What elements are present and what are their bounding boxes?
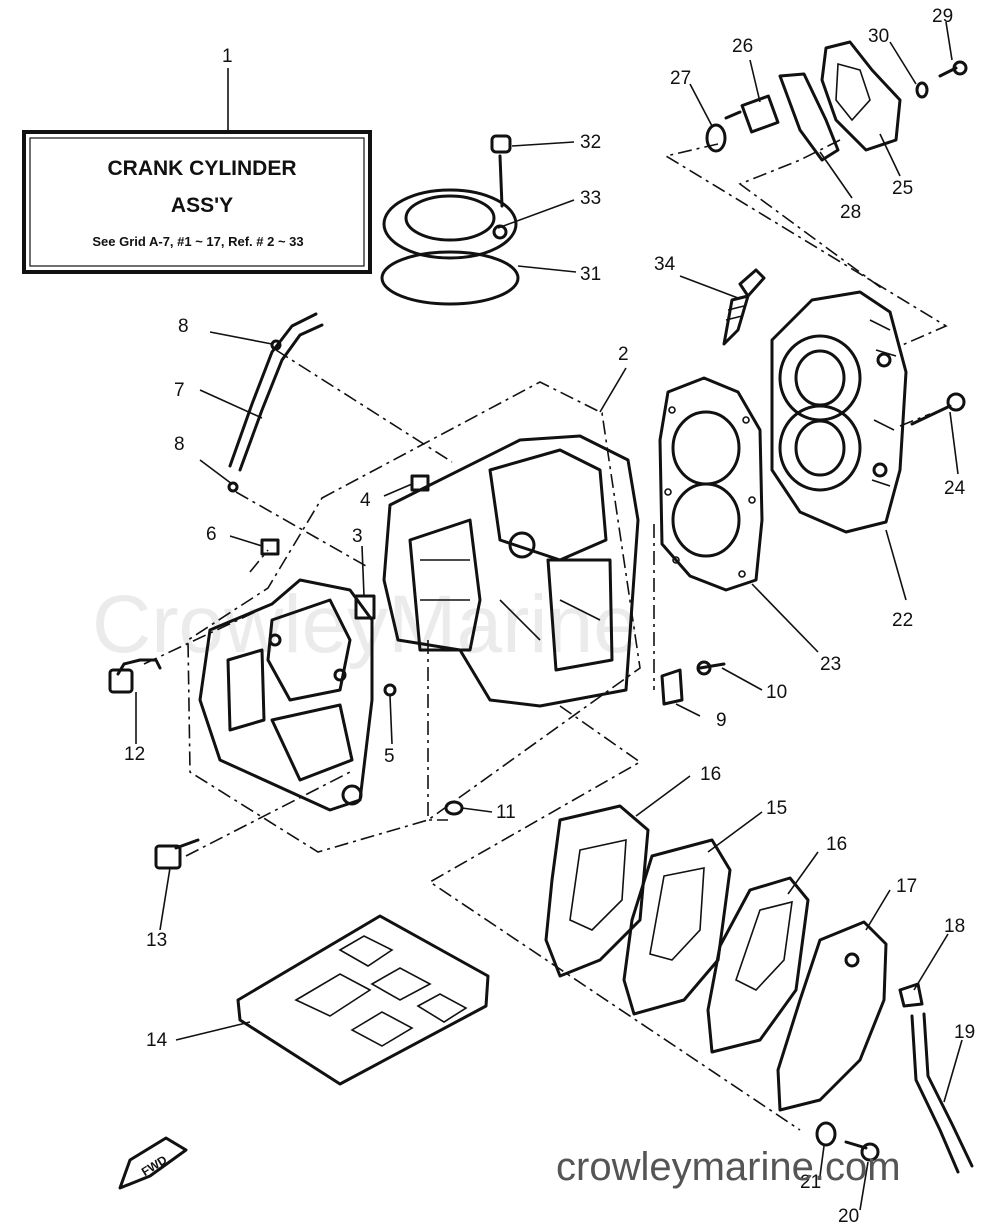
nut-5 — [383, 683, 397, 697]
bolt-12 — [108, 658, 162, 694]
fitting-4 — [410, 474, 430, 492]
label-2: 2 — [618, 344, 629, 365]
plug-11 — [444, 800, 464, 816]
cylinder-head — [770, 290, 908, 534]
label-28: 28 — [840, 202, 861, 223]
screw-20 — [844, 1140, 880, 1162]
label-8-upper: 8 — [178, 316, 189, 337]
watermark: CrowleyMarine — [92, 579, 639, 670]
crank-cylinder-assy-box: CRANK CYLINDER ASS'Y See Grid A-7, #1 ~ … — [22, 68, 372, 274]
label-6: 6 — [206, 524, 217, 545]
clamp-8-upper — [270, 339, 282, 351]
crankcase-assembly-outline — [187, 381, 641, 853]
label-19: 19 — [954, 1022, 975, 1043]
cylinder-block — [382, 434, 640, 708]
label-14: 14 — [146, 1030, 168, 1051]
label-9: 9 — [716, 710, 727, 731]
thermostat-ring — [705, 123, 727, 153]
alignment-lines — [143, 139, 948, 1131]
label-24: 24 — [944, 478, 966, 499]
assy-title-line2: ASS'Y — [171, 194, 233, 217]
bracket-9 — [660, 668, 684, 706]
bolt-32 — [490, 134, 512, 208]
exhaust-outer-cover-17 — [776, 920, 888, 1112]
fwd-label: FWD — [139, 1152, 170, 1179]
label-7: 7 — [174, 380, 185, 401]
leader-lines — [135, 21, 963, 1211]
part-labels: 1 2 3 4 5 6 7 8 8 9 10 11 12 13 14 15 16… — [124, 6, 975, 1227]
ring-33 — [382, 188, 518, 260]
label-34: 34 — [654, 254, 676, 275]
screw-29 — [938, 60, 968, 78]
label-4: 4 — [360, 490, 371, 511]
clamp-8-lower — [227, 481, 239, 493]
label-21: 21 — [800, 1172, 821, 1193]
label-31: 31 — [580, 264, 601, 285]
label-1: 1 — [222, 46, 233, 67]
label-27: 27 — [670, 68, 691, 89]
label-10: 10 — [766, 682, 787, 703]
head-cover-gasket — [778, 72, 840, 162]
fitting-3 — [354, 594, 376, 620]
bolt-24 — [910, 392, 966, 426]
label-29: 29 — [932, 6, 953, 27]
label-22: 22 — [892, 610, 913, 631]
label-16-front: 16 — [700, 764, 721, 785]
label-23: 23 — [820, 654, 841, 675]
head-cover — [820, 40, 902, 152]
label-15: 15 — [766, 798, 787, 819]
label-17: 17 — [896, 876, 917, 897]
spark-plug — [722, 268, 766, 346]
label-11: 11 — [496, 802, 516, 823]
label-16-rear: 16 — [826, 834, 847, 855]
clip-6 — [260, 538, 280, 556]
label-12: 12 — [124, 744, 145, 765]
fwd-arrow: FWD — [118, 1136, 188, 1190]
screw-10 — [696, 660, 726, 676]
label-32: 32 — [580, 132, 601, 153]
label-20: 20 — [838, 1206, 859, 1227]
label-26: 26 — [732, 36, 753, 57]
label-30: 30 — [868, 26, 889, 47]
assy-title-line1: CRANK CYLINDER — [108, 157, 297, 180]
label-8-lower: 8 — [174, 434, 185, 455]
exhaust-gasket-16-front — [544, 804, 650, 978]
base-gasket — [236, 914, 490, 1086]
head-gasket — [658, 376, 764, 592]
bolt-13 — [154, 838, 200, 870]
exhaust-inner-cover-15 — [622, 838, 732, 1016]
label-3: 3 — [352, 526, 363, 547]
ring-31 — [380, 250, 520, 306]
label-25: 25 — [892, 178, 913, 199]
label-13: 13 — [146, 930, 167, 951]
website-label: crowleymarine.com — [556, 1145, 901, 1189]
label-33: 33 — [580, 188, 601, 209]
assy-note: See Grid A-7, #1 ~ 17, Ref. # 2 ~ 33 — [92, 234, 303, 249]
label-18: 18 — [944, 916, 965, 937]
thermostat — [724, 94, 780, 134]
hose-19 — [910, 1012, 974, 1174]
exhaust-gasket-16-rear — [706, 876, 810, 1054]
crankcase-half — [198, 578, 374, 812]
label-5: 5 — [384, 746, 395, 767]
washer-30 — [915, 81, 929, 99]
fitting-18 — [898, 982, 924, 1008]
grommet-21 — [815, 1121, 837, 1147]
hose-7 — [228, 312, 324, 472]
